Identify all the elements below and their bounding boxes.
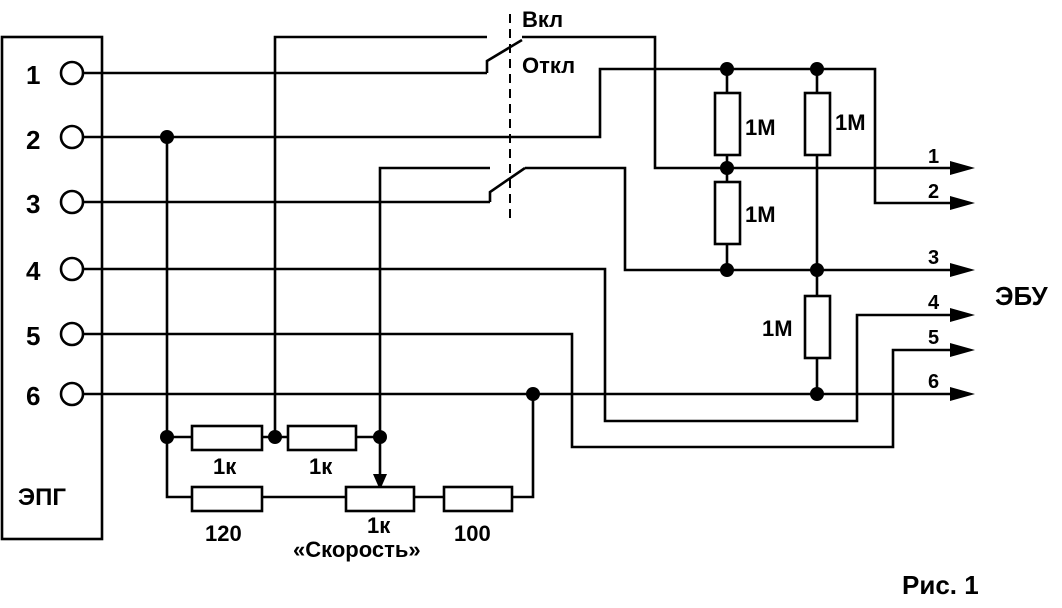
epg-pin-label-4: 4: [26, 256, 41, 286]
epg-pin-4: [59, 256, 85, 282]
ecu-label: ЭБУ: [995, 281, 1049, 311]
switch-on-label: Вкл: [522, 7, 563, 32]
wire-top-bridge: [273, 35, 487, 437]
resistor-label-1k-right: 1к: [309, 454, 333, 479]
resistor-label-mid-left: 1М: [745, 202, 776, 227]
resistor-1m-mid-left: [713, 180, 742, 246]
resistor-label-top-left: 1М: [745, 115, 776, 140]
ecu-output-label-5: 5: [928, 327, 939, 349]
junction-dot: [720, 263, 734, 277]
ecu-output-label-6: 6: [928, 371, 939, 393]
resistor-label-100: 100: [454, 521, 491, 546]
pot-label-value: 1к: [367, 513, 391, 538]
ecu-arrow-3: [950, 263, 975, 277]
ecu-arrow-6: [950, 387, 975, 401]
ecu-arrow-5: [950, 343, 975, 357]
wire-pin5: [83, 332, 960, 449]
epg-pin-label-2: 2: [26, 125, 40, 155]
ecu-arrow-2: [950, 196, 975, 210]
junction-dot: [720, 62, 734, 76]
resistor-1m-top-right: [803, 91, 832, 157]
epg-pin-label-3: 3: [26, 189, 40, 219]
resistor-label-1k-left: 1к: [213, 454, 237, 479]
ecu-output-label-2: 2: [928, 181, 939, 203]
ecu-arrow-1: [950, 161, 975, 175]
junction-dot: [160, 430, 174, 444]
resistor-1k-left: [190, 424, 264, 452]
epg-pin-label-5: 5: [26, 321, 40, 351]
pot-wiper-arrow: [373, 474, 387, 490]
figure-caption: Рис. 1: [902, 570, 979, 600]
switch-2-blade: [488, 166, 526, 202]
wire-pin2: [83, 67, 960, 205]
resistor-1m-top-left: [713, 91, 742, 157]
epg-pin-6: [59, 381, 85, 407]
junction-dot: [810, 62, 824, 76]
wire-ecu3: [525, 166, 960, 272]
ecu-output-label-4: 4: [928, 292, 940, 314]
resistor-100: [442, 485, 514, 513]
junction-dot: [526, 387, 540, 401]
resistor-label-120: 120: [205, 521, 242, 546]
junction-dot: [160, 130, 174, 144]
junction-dot: [268, 430, 282, 444]
wire-bottom-left: [165, 137, 192, 499]
ecu-output-label-1: 1: [928, 146, 939, 168]
epg-pin-2: [59, 124, 85, 150]
ecu-output-label-3: 3: [928, 247, 939, 269]
resistor-120: [190, 485, 264, 513]
junction-dot: [373, 430, 387, 444]
resistor-1k-right: [286, 424, 358, 452]
wire-ecu1: [522, 35, 960, 170]
pot-label-name: «Скорость»: [293, 537, 421, 562]
wire-pot-wiper-feed: [378, 166, 490, 437]
junction-dot: [720, 161, 734, 175]
potentiometer-1k: [344, 485, 416, 513]
epg-pin-5: [59, 321, 85, 347]
epg-block: [0, 35, 104, 541]
switch-1-blade: [485, 38, 523, 73]
resistor-1m-bottom-right: [803, 294, 832, 360]
epg-pin-label-6: 6: [26, 381, 40, 411]
wire-100-to-pin6: [512, 394, 535, 499]
switch-off-label: Откл: [522, 53, 575, 78]
epg-pin-label-1: 1: [26, 60, 40, 90]
resistor-label-bottom-right: 1М: [762, 316, 793, 341]
ecu-arrow-4: [950, 308, 975, 322]
epg-pin-1: [59, 60, 85, 86]
junction-dot: [810, 263, 824, 277]
epg-pin-3: [59, 189, 85, 215]
epg-label: ЭПГ: [18, 484, 66, 511]
wire-pin4: [83, 267, 960, 423]
junction-dot: [810, 387, 824, 401]
resistor-label-top-right: 1М: [835, 110, 866, 135]
